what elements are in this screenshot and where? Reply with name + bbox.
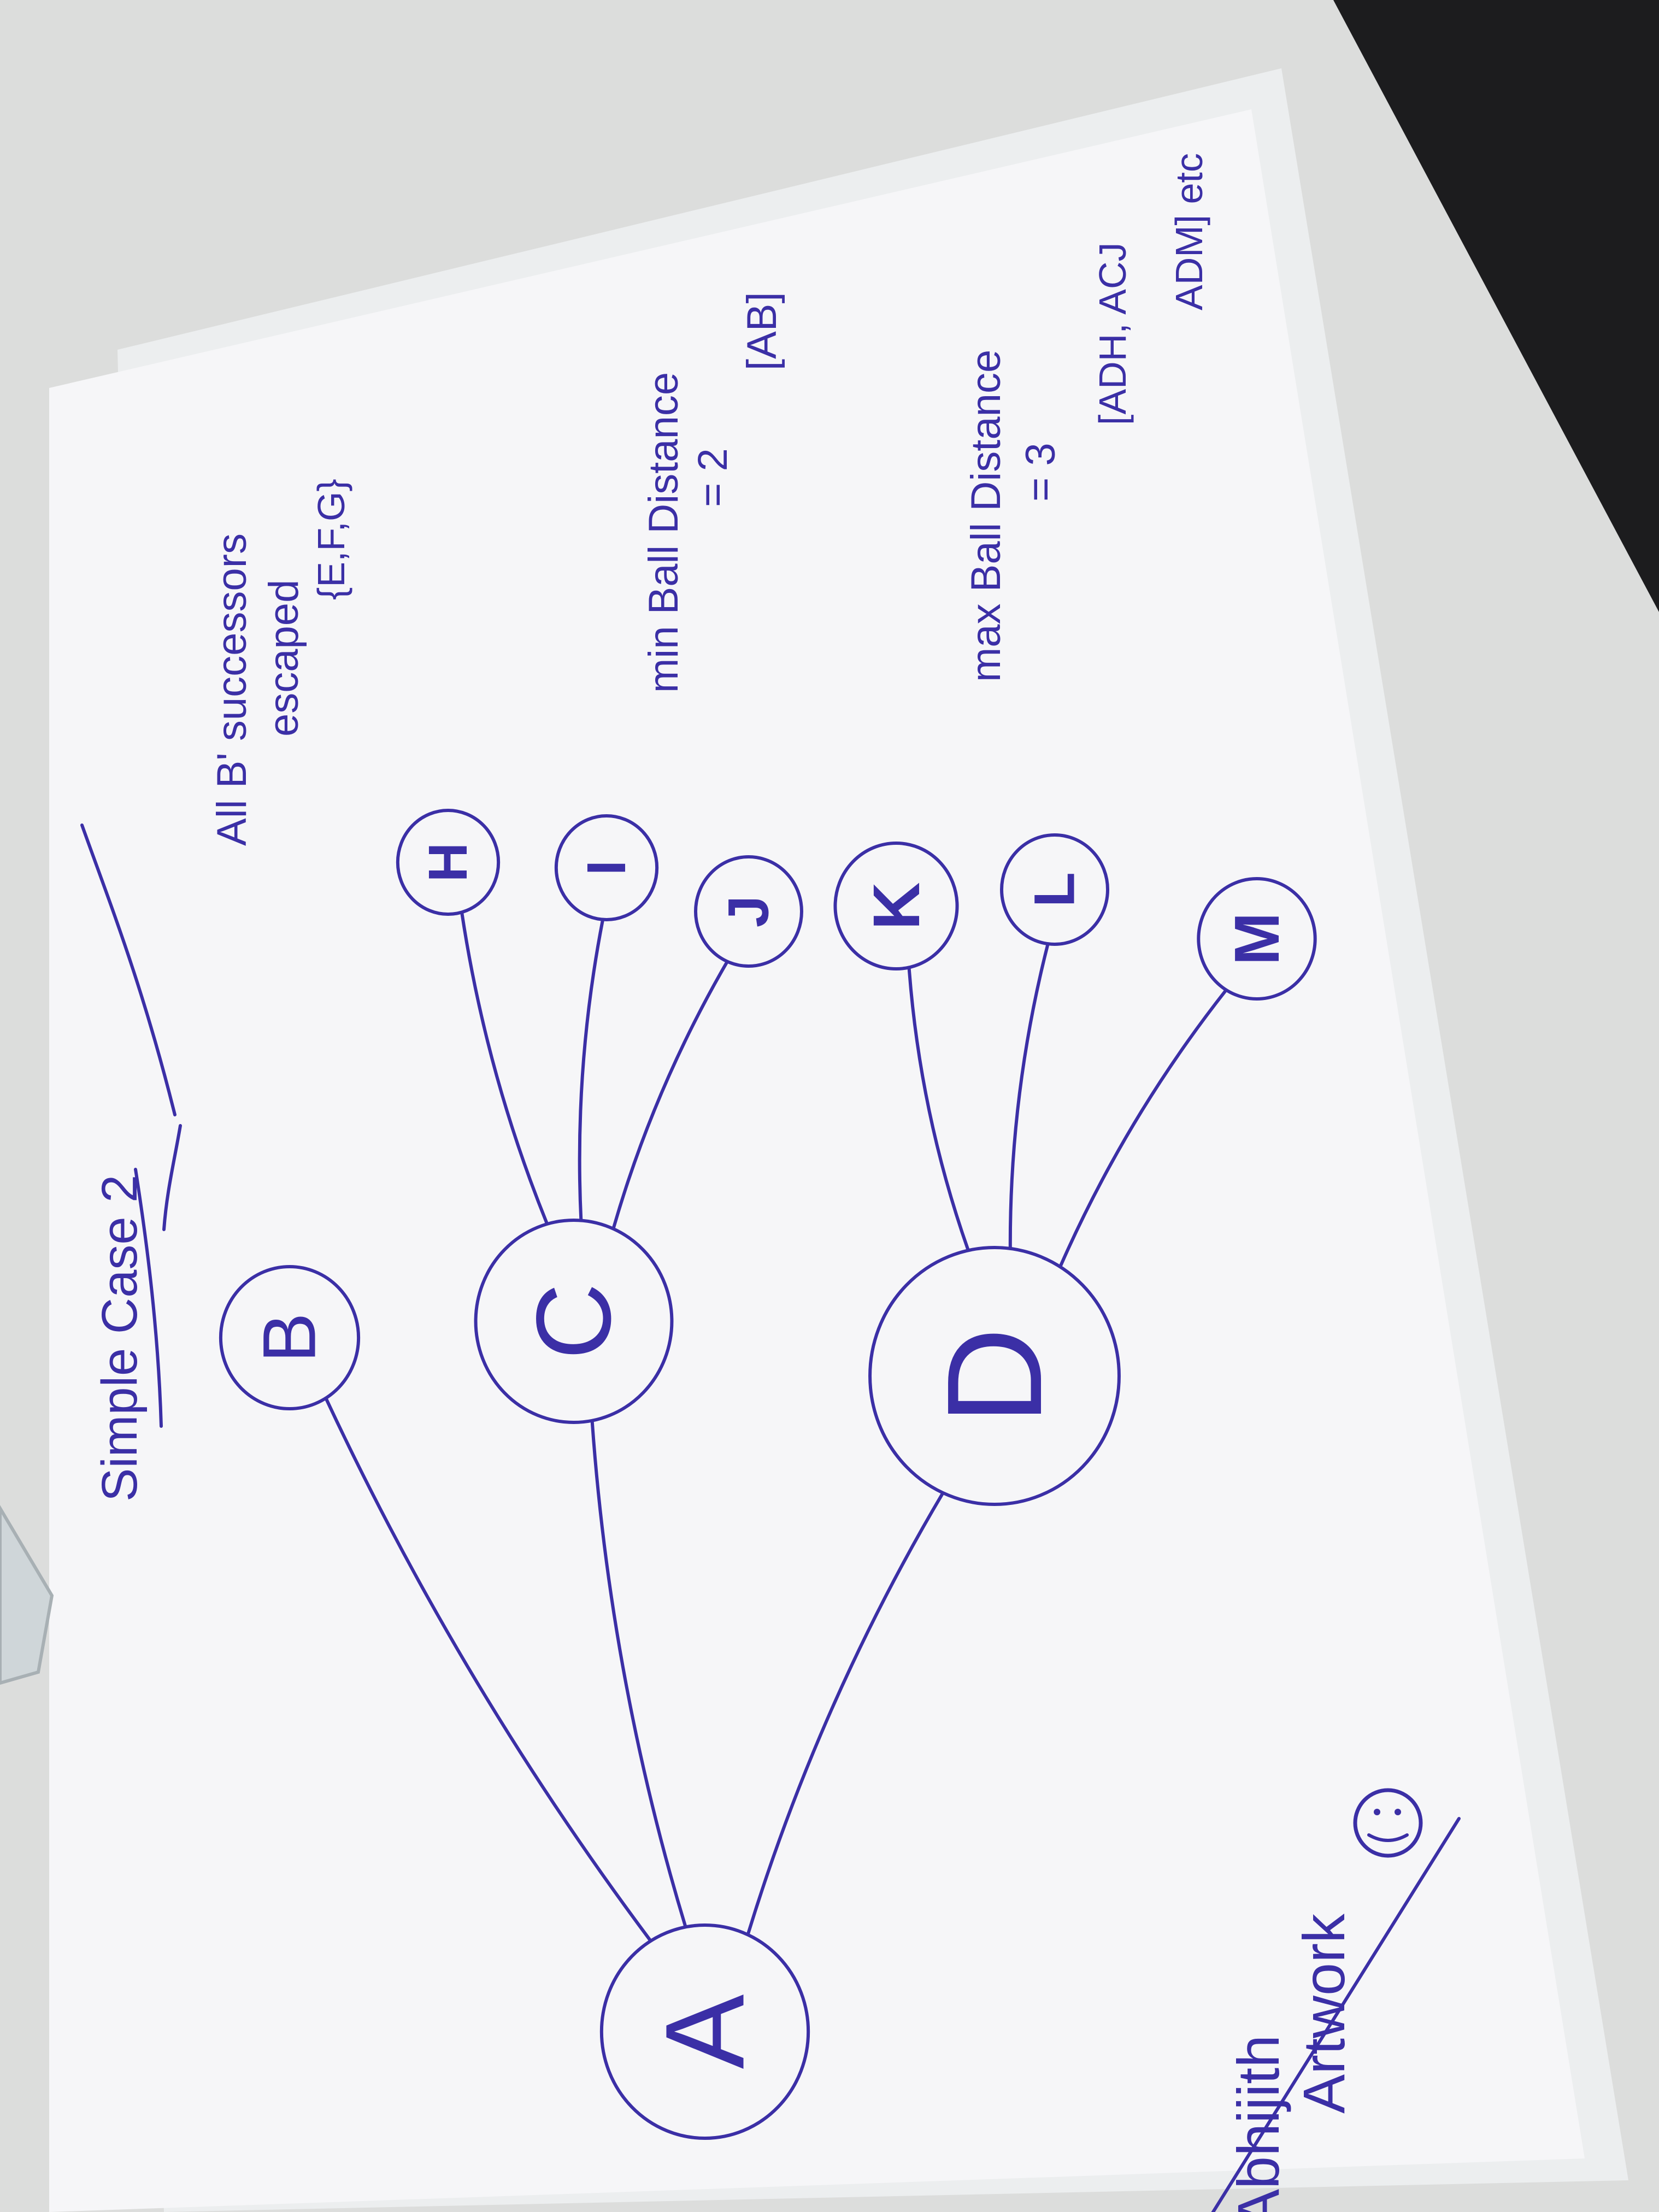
node-m: M	[1197, 877, 1317, 1001]
node-m-label: M	[1221, 913, 1292, 966]
smiley-eye-right	[1395, 1809, 1401, 1815]
note-max-line1: max Ball Distance	[963, 350, 1009, 682]
note-min-set: [AB]	[739, 292, 785, 370]
node-d-circle	[868, 1246, 1121, 1506]
dark-desk	[1333, 0, 1659, 612]
node-m-circle	[1197, 877, 1317, 1001]
node-layer: A B C D H I J K L M	[219, 809, 1317, 2140]
edge-d-m	[1058, 989, 1228, 1268]
note-min-line2: = 2	[690, 448, 736, 507]
diagram-rotated: A B C D H I J K L M Simple Case 2 All B' successo…	[92, 153, 1461, 2212]
edge-c-i	[578, 917, 605, 1222]
node-c: C	[474, 1219, 674, 1424]
note-min-line1: min Ball Distance	[640, 372, 687, 693]
edge-d-k	[907, 966, 970, 1252]
edge-c-j	[611, 960, 729, 1230]
signature-underline	[1198, 1817, 1461, 2212]
note-successors-set: {E,F,G}	[310, 479, 352, 600]
node-i-label: I	[576, 860, 637, 875]
edge-a-b	[324, 1397, 652, 1942]
node-d: D	[868, 1246, 1121, 1506]
note-successors-line2: escaped	[261, 580, 307, 737]
node-j: J	[694, 855, 803, 968]
heading-underline	[134, 1124, 182, 1428]
signature-line2: Artwork	[1291, 1913, 1357, 2114]
node-c-circle	[474, 1219, 674, 1424]
node-j-label: J	[717, 896, 781, 927]
node-i-circle	[554, 814, 659, 921]
node-a: A	[599, 1923, 810, 2140]
edge-a-c	[590, 1419, 687, 1929]
node-b: B	[219, 1265, 361, 1410]
notes: All B' successors escaped {E,F,G} min Ba…	[209, 153, 1210, 846]
clip-corner	[0, 1505, 54, 1685]
node-c-label: C	[515, 1283, 633, 1360]
smiley-mouth	[1367, 1833, 1409, 1842]
node-k: K	[833, 842, 959, 970]
node-l: L	[1000, 833, 1109, 946]
node-a-label: A	[643, 1994, 768, 2069]
edge-c-h	[460, 910, 549, 1226]
edge-layer	[324, 910, 1228, 1942]
signature: Abhijith Artwork	[1198, 1788, 1461, 2212]
node-i: I	[554, 814, 659, 921]
paper-sheet	[49, 109, 1585, 2212]
node-a-circle	[599, 1923, 810, 2140]
heading-bracket	[80, 823, 177, 1116]
note-max-set1: [ADH, ACJ	[1091, 242, 1134, 425]
node-l-circle	[1000, 833, 1109, 946]
node-j-circle	[694, 855, 803, 968]
node-d-label: D	[919, 1327, 1070, 1425]
edge-a-d	[746, 1491, 945, 1936]
edge-d-l	[1008, 942, 1050, 1250]
heading: Simple Case 2	[92, 1175, 148, 1502]
note-successors-line1: All B' successors	[209, 533, 255, 846]
node-h-circle	[396, 809, 501, 916]
smiley-eye-left	[1374, 1809, 1380, 1815]
node-b-label: B	[248, 1313, 332, 1362]
node-l-label: L	[1023, 872, 1087, 907]
note-max-set2: ADM] etc	[1168, 153, 1210, 310]
node-h: H	[396, 809, 501, 916]
signature-line1: Abhijith	[1225, 2035, 1291, 2212]
node-h-label: H	[417, 843, 479, 882]
note-max-line2: = 3	[1017, 443, 1064, 502]
node-k-label: K	[859, 882, 933, 929]
node-b-circle	[219, 1265, 361, 1410]
smiley-icon	[1353, 1788, 1423, 1858]
node-k-circle	[833, 842, 959, 970]
